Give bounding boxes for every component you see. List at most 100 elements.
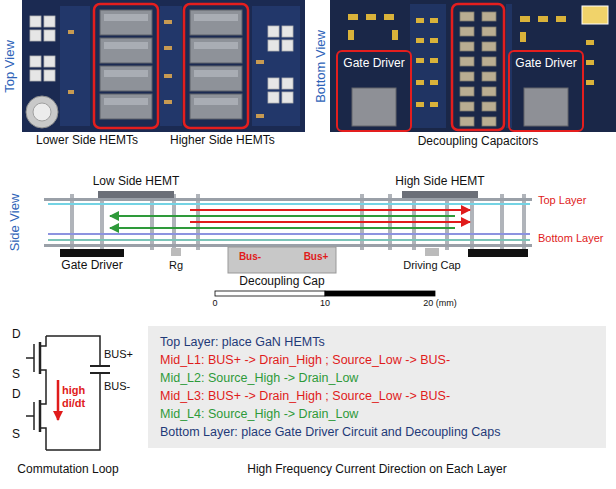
hemt-package-detail <box>104 42 148 49</box>
component-label: Gate Driver <box>61 259 122 273</box>
decoupling-capacitor <box>460 57 474 66</box>
hemt-package <box>190 38 242 63</box>
solder-pad <box>586 40 594 45</box>
scale-label: 10 <box>320 298 330 308</box>
decoupling-capacitor <box>482 72 496 81</box>
via <box>150 194 154 250</box>
top-view-board <box>22 0 305 132</box>
loop-current-arrow <box>57 380 60 420</box>
caption-label: Commutation Loop <box>17 463 118 477</box>
current-arrow <box>110 215 455 217</box>
solder-pad <box>586 60 594 65</box>
component-label: Higher Side HEMTs <box>170 134 275 148</box>
view-label: Side View <box>9 193 24 251</box>
highlight-outline <box>94 4 158 128</box>
highlight-outline <box>452 4 504 130</box>
solder-pad <box>430 58 438 63</box>
commutation-loop-schematic <box>26 357 34 359</box>
top-view-board <box>252 6 300 126</box>
decoupling-capacitor <box>460 72 474 81</box>
via <box>500 194 504 250</box>
decoupling-capacitor <box>482 27 496 36</box>
decoupling-capacitor <box>460 12 496 126</box>
board-connector <box>582 6 608 24</box>
smd-component <box>68 30 74 34</box>
inner-plane <box>48 239 530 241</box>
node-text: Top Layer: place GaN HEMTs <box>160 333 325 351</box>
decoupling-capacitor <box>460 102 474 111</box>
solder-pad <box>416 80 424 85</box>
decoupling-capacitor <box>482 57 496 66</box>
solder-pad <box>384 14 394 20</box>
connector-pad <box>268 26 279 37</box>
commutation-loop-schematic <box>26 336 110 450</box>
bottom-view-board <box>330 0 616 132</box>
node-text: Mid_L3: BUS+ -> Drain_High ; Source_Low … <box>160 387 450 405</box>
commutation-loop-schematic <box>26 415 34 417</box>
component-label: Rg <box>169 259 183 272</box>
pin-label: D <box>12 328 21 342</box>
scale-label: 20 (mm) <box>423 298 457 308</box>
pin-label: S <box>12 368 20 382</box>
smd-component <box>164 74 172 78</box>
decoupling-capacitor <box>460 12 474 21</box>
driving-capacitor <box>425 248 439 256</box>
decoupling-capacitor <box>460 117 474 126</box>
hemt-package-detail <box>194 98 238 105</box>
solder-pad <box>556 16 566 22</box>
hemt-package <box>100 10 152 35</box>
connector-pad <box>282 40 293 51</box>
decoupling-capacitor <box>460 42 474 51</box>
signal-label: BUS- <box>104 380 130 393</box>
hemt-package <box>100 66 152 91</box>
layer-legend-panel: Top Layer: place GaN HEMTsMid_L1: BUS+ -… <box>148 326 606 448</box>
driving-capacitor <box>425 248 439 256</box>
gate-driver-box: Gate Driver <box>508 50 584 132</box>
solder-pad <box>348 30 354 40</box>
component-label: Decoupling Capacitors <box>418 135 539 149</box>
power-connector <box>33 103 51 121</box>
smd-component <box>68 90 74 94</box>
signal-label: BUS+ <box>104 348 133 361</box>
solder-pad <box>520 32 526 42</box>
highlight-outline <box>184 4 248 128</box>
connector-pad <box>30 70 41 81</box>
caption-label: High Frequency Current Direction on Each… <box>247 463 506 477</box>
node-text: Mid_L2: Source_High -> Drain_Low <box>160 369 358 387</box>
hemt-package <box>100 10 242 119</box>
commutation-loop-schematic <box>39 342 42 374</box>
scale-bar <box>325 291 435 296</box>
connector-pad <box>282 26 293 37</box>
decoupling-capacitor <box>460 87 474 96</box>
connector-pad <box>44 30 55 41</box>
hemt-package-detail <box>104 14 148 21</box>
hemt-package <box>98 191 174 198</box>
power-connector <box>26 96 58 128</box>
top-view-board <box>160 6 182 126</box>
gate-driver-chip <box>352 88 568 126</box>
annotation: high di/dt <box>62 384 85 409</box>
copper-layer <box>44 198 532 247</box>
connector-pad <box>30 56 41 67</box>
node-text: Gate Driver <box>515 56 576 71</box>
gate-driver-box: Gate Driver <box>336 50 412 132</box>
top-view-board <box>60 6 90 126</box>
pin-label: S <box>12 428 20 442</box>
top-view-board <box>22 0 305 132</box>
decoupling-capacitor <box>482 42 496 51</box>
connector-pad <box>282 78 293 89</box>
commutation-loop-schematic <box>40 370 46 398</box>
smd-component <box>164 100 172 104</box>
hemt-package-detail <box>194 42 238 49</box>
component-label: Driving Cap <box>403 259 460 272</box>
hemt-package <box>100 94 152 119</box>
decoupling-capacitor <box>228 247 336 273</box>
decoupling-capacitor <box>482 12 496 21</box>
solder-pad <box>430 102 438 107</box>
commutation-loop-schematic <box>46 336 100 366</box>
view-label: Bottom View <box>314 30 329 103</box>
hemt-package <box>100 38 152 63</box>
via <box>70 194 74 250</box>
scale-bar <box>215 291 325 296</box>
